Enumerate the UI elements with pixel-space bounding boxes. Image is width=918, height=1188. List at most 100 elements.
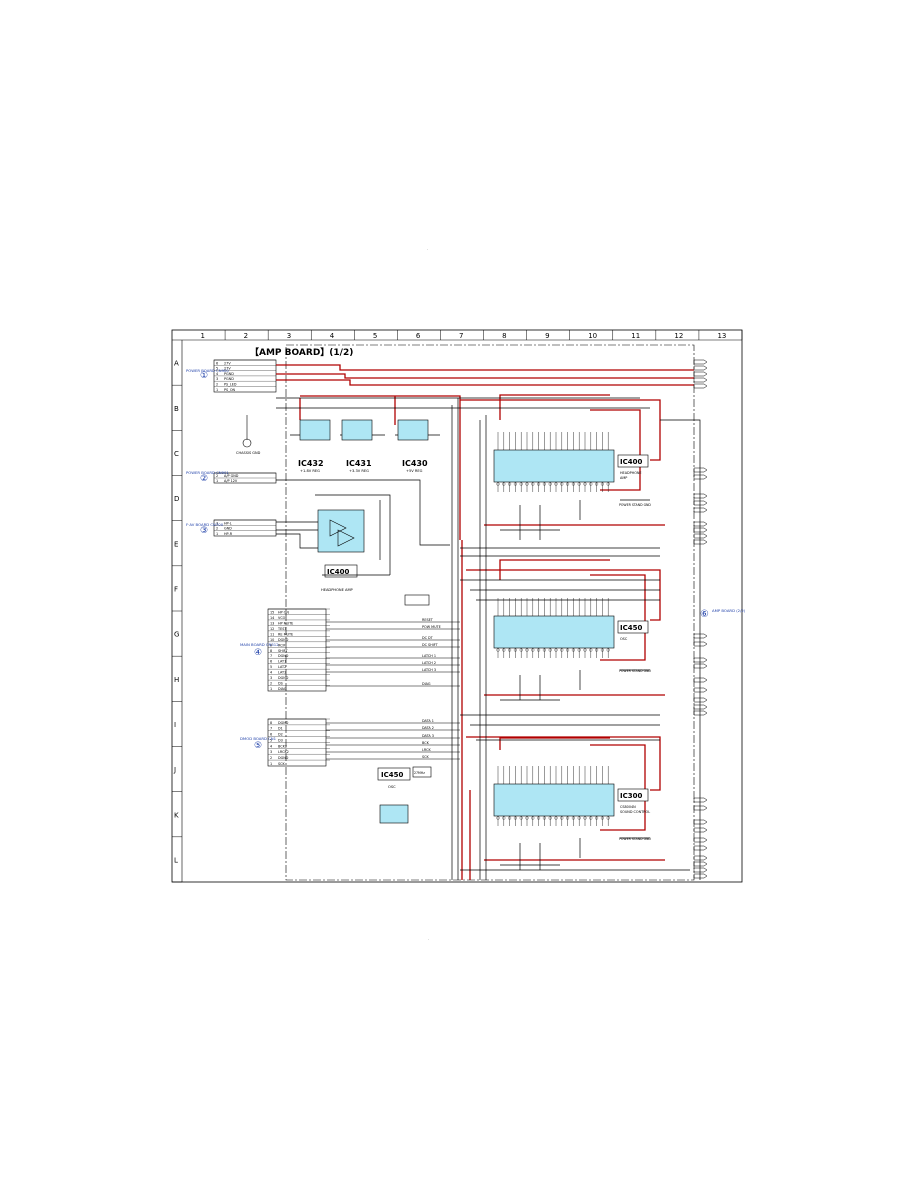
net-arrows bbox=[693, 359, 708, 879]
row-label: L bbox=[174, 856, 178, 864]
svg-text:SOUND CONTROL: SOUND CONTROL bbox=[620, 810, 650, 814]
signal-label: RESET bbox=[422, 618, 434, 622]
svg-text:OSC: OSC bbox=[388, 785, 396, 789]
net-arrow bbox=[693, 873, 708, 879]
net-arrow bbox=[693, 845, 708, 851]
row-label: D bbox=[174, 495, 179, 503]
pin-label: HP-L bbox=[224, 521, 232, 525]
net-arrow bbox=[693, 657, 708, 663]
net-arrow bbox=[693, 383, 708, 389]
net-arrow bbox=[693, 493, 708, 499]
svg-text:HEADPHONE AMP: HEADPHONE AMP bbox=[321, 588, 354, 592]
svg-text:⑤: ⑤ bbox=[254, 741, 262, 751]
col-label: 10 bbox=[588, 332, 597, 340]
col-label: 1 bbox=[201, 332, 205, 340]
pin-number: 5 bbox=[270, 738, 272, 742]
connector-num: ① bbox=[200, 371, 208, 381]
pin-label: SCK bbox=[278, 762, 286, 766]
pin-label: 27V bbox=[224, 367, 231, 371]
pin-label: A/P GND bbox=[224, 474, 239, 478]
power-traces bbox=[276, 364, 694, 880]
pin-label: BCK2 bbox=[278, 744, 287, 748]
col-label: 6 bbox=[416, 332, 421, 340]
net-arrow bbox=[693, 527, 708, 533]
pin-number: 12 bbox=[270, 627, 274, 631]
net-arrow bbox=[693, 710, 708, 716]
svg-text:CS8004N: CS8004N bbox=[620, 805, 636, 809]
stand-gnd-label: POWER STAND GND bbox=[619, 503, 651, 507]
row-label: B bbox=[174, 405, 179, 413]
pin-number: 3 bbox=[216, 521, 218, 525]
col-label: 2 bbox=[244, 332, 248, 340]
pin-label: PS_LED bbox=[224, 383, 237, 387]
svg-text:POWER BOARD CN901: POWER BOARD CN901 bbox=[186, 470, 229, 475]
pin-label: SHIFT bbox=[278, 649, 289, 653]
signal-label: POW MUTE bbox=[422, 625, 441, 629]
pin-number: 5 bbox=[270, 665, 272, 669]
signal-label: LATCH 1 bbox=[422, 654, 436, 658]
pin-number: 5 bbox=[216, 367, 218, 371]
svg-text:③: ③ bbox=[200, 526, 208, 536]
ic450: IC450 OSC 27MHz bbox=[377, 594, 432, 824]
signal-label: DC SHIFT bbox=[422, 643, 439, 647]
pin-number: 9 bbox=[270, 643, 272, 647]
col-label: 3 bbox=[287, 332, 291, 340]
pin-number: 7 bbox=[270, 727, 272, 731]
ic431: IC431 +3.3V REG bbox=[341, 419, 373, 473]
pin-label: DGND bbox=[278, 721, 289, 725]
svg-text:AMP: AMP bbox=[620, 476, 627, 480]
net-arrow bbox=[693, 805, 708, 811]
col-label: 4 bbox=[330, 332, 335, 340]
pin-number: 10 bbox=[270, 638, 274, 642]
pin-label: DS bbox=[278, 682, 283, 686]
pin-label: PGND bbox=[224, 377, 234, 381]
svg-text:F·AV BOARD CN700: F·AV BOARD CN700 bbox=[186, 522, 224, 527]
pin-number: 1 bbox=[270, 762, 272, 766]
net-arrow bbox=[693, 539, 708, 545]
pin-label: 27V bbox=[224, 361, 231, 365]
pin-label: LRCK2 bbox=[278, 750, 289, 754]
pin-number: 3 bbox=[270, 750, 272, 754]
net-arrow bbox=[693, 704, 708, 710]
ic432: IC432 +1.8V REG bbox=[298, 419, 331, 473]
pin-label: DGND bbox=[278, 676, 289, 680]
net-arrow bbox=[693, 371, 708, 377]
row-label: J bbox=[173, 766, 176, 774]
col-label: 7 bbox=[459, 332, 463, 340]
sheet-title: 【AMP BOARD】(1/2) bbox=[250, 347, 353, 358]
pin-number: 2 bbox=[270, 756, 272, 760]
pin-label: GND bbox=[224, 527, 232, 531]
svg-text:IC431: IC431 bbox=[346, 459, 372, 468]
dot-top: . bbox=[427, 247, 428, 251]
net-arrow bbox=[693, 819, 708, 825]
pin-label: HP MUTE bbox=[278, 621, 293, 625]
row-label: C bbox=[174, 450, 179, 458]
svg-text:+1.8V REG: +1.8V REG bbox=[300, 469, 320, 473]
svg-text:CHASSIS GND: CHASSIS GND bbox=[236, 451, 261, 455]
net-arrow bbox=[693, 861, 708, 867]
net-arrow bbox=[693, 633, 708, 639]
col-label: 12 bbox=[674, 332, 683, 340]
pin-label: DGND bbox=[278, 654, 289, 658]
stand-gnd-label: POWER STAND GND bbox=[619, 837, 651, 841]
pin-label: DGND bbox=[278, 756, 289, 760]
svg-text:IC432: IC432 bbox=[298, 459, 324, 468]
sheet-frame bbox=[171, 329, 743, 883]
board-boundary bbox=[285, 344, 695, 881]
net-arrow bbox=[693, 365, 708, 371]
pin-label: PGND bbox=[224, 372, 234, 376]
signal-label: LRCK bbox=[422, 748, 431, 752]
pin-label: LAT1 bbox=[278, 660, 286, 664]
pin-number: 6 bbox=[216, 361, 218, 365]
net-arrow bbox=[693, 507, 708, 513]
pin-label: PS_ON bbox=[224, 388, 236, 392]
col-label: 11 bbox=[631, 332, 640, 340]
pin-label: DGND bbox=[278, 638, 289, 642]
